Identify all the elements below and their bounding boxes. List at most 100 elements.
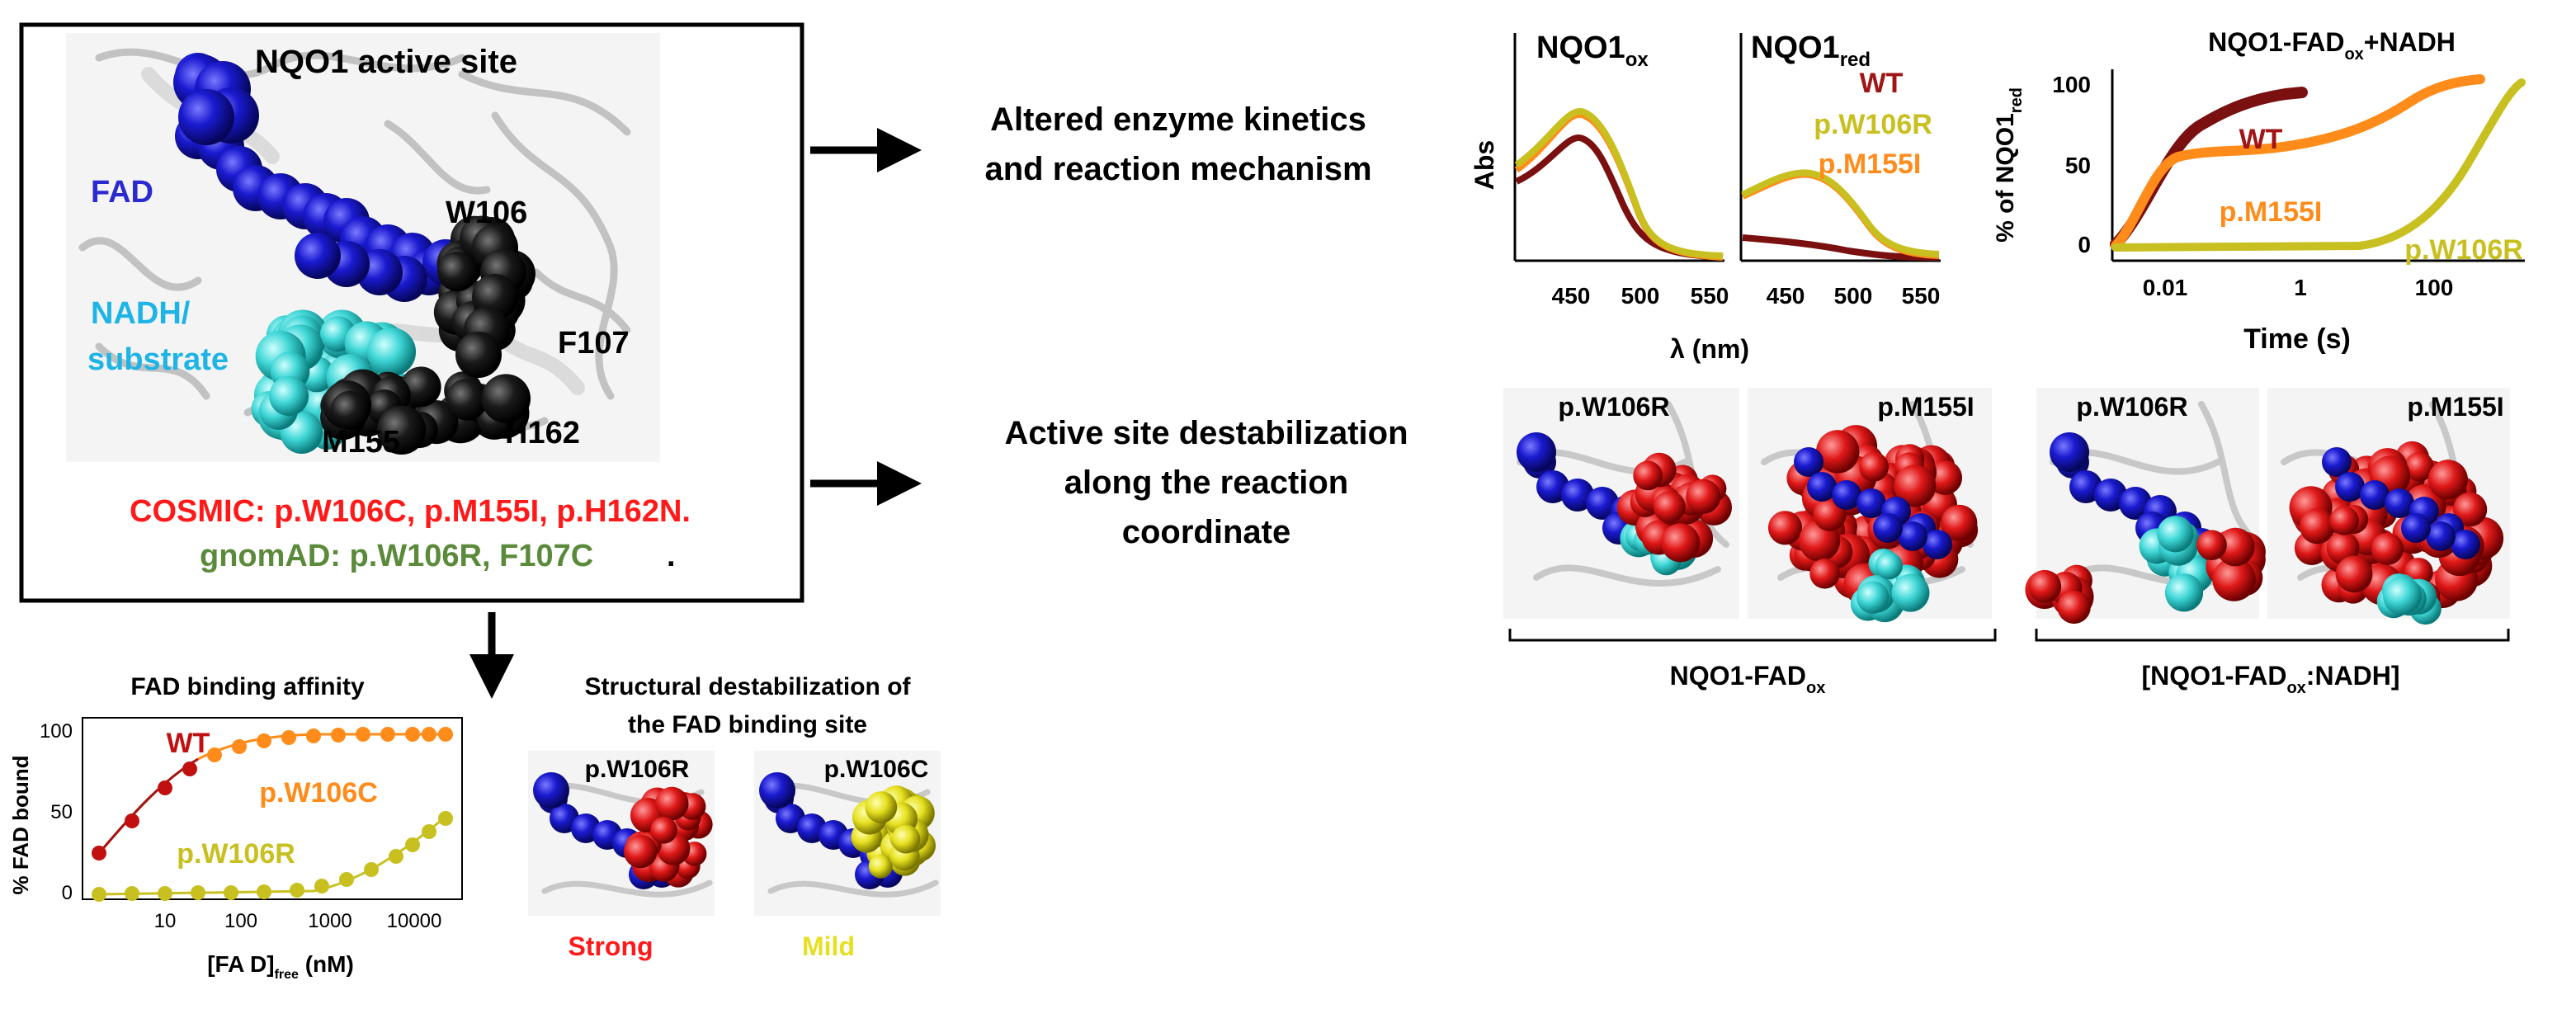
mutation-sphere xyxy=(2028,569,2062,603)
nadh-sphere xyxy=(366,327,417,377)
binding-point-wt xyxy=(281,730,296,745)
kinetics-w106r-trace xyxy=(2111,78,2526,252)
spectrum-red-w106r-line xyxy=(1741,169,1940,257)
spectrum-y-label: Abs xyxy=(1470,140,1499,190)
binding-point-wt xyxy=(158,780,172,795)
binding-y-label: % FAD bound xyxy=(8,756,33,895)
binding-label-wt: WT xyxy=(167,728,210,759)
spectrum-ox-title: NQO1ox xyxy=(1536,31,1649,71)
structure-label-1: p.W106R xyxy=(1558,392,1669,422)
nadh-sphere xyxy=(1857,581,1890,614)
fad-sphere xyxy=(2050,432,2089,472)
fad-sphere xyxy=(178,89,234,145)
mutation-sphere xyxy=(650,816,677,844)
kinetics-label-m155i: p.M155I xyxy=(2220,196,2323,228)
gnomad-variants: gnomAD: p.W106R, F107C xyxy=(200,539,593,573)
fad-site-label-1: p.W106R xyxy=(585,756,690,783)
binding-point-w106r xyxy=(364,862,379,877)
fad-sphere xyxy=(759,772,795,809)
fad-site-title-1: Structural destabilization of xyxy=(584,673,911,700)
bracket-fadox-nadh xyxy=(2035,629,2510,642)
binding-xtick-1000: 1000 xyxy=(308,910,351,932)
kinetics-label-wt: WT xyxy=(2239,124,2283,155)
binding-point-w106r xyxy=(257,884,271,899)
arrows xyxy=(469,128,922,699)
binding-point-w106r xyxy=(314,879,329,893)
structure-panels: p.W106R p.M155I p.W106R p.M155I NQO1-FAD… xyxy=(1503,388,2510,697)
spectrum-legend-w106r: p.W106R xyxy=(1814,109,1932,140)
mutation-sphere xyxy=(1859,451,1890,482)
binding-xtick-10: 10 xyxy=(154,910,177,932)
binding-point-w106r xyxy=(405,837,420,852)
kinetics-xtick-1: 1 xyxy=(2294,275,2307,300)
mutation-sphere xyxy=(1927,460,1963,495)
mutation-sphere xyxy=(2427,460,2468,500)
fad-sphere xyxy=(1857,488,1886,518)
spectrum-ox-tick-500: 500 xyxy=(1621,283,1660,309)
nadh-sphere xyxy=(1875,552,1903,580)
mutation-sphere xyxy=(1661,523,1701,563)
cosmic-variants: COSMIC: p.W106C, p.M155I, p.H162N. xyxy=(130,494,691,529)
residue-sphere xyxy=(446,378,488,421)
kinetics-line1: Altered enzyme kinetics xyxy=(990,101,1366,138)
mutation-sphere xyxy=(2215,527,2255,567)
binding-point-w106r xyxy=(191,885,205,900)
gnomad-period: . xyxy=(667,539,676,573)
binding-xtick-10000: 10000 xyxy=(387,910,442,932)
mutation-sphere xyxy=(1686,479,1721,514)
kinetics-panel: NQO1-FADox+NADH % of NQO1red 0 50 100 0.… xyxy=(1992,27,2526,355)
kinetics-xtick-001: 0.01 xyxy=(2143,275,2188,300)
binding-ytick-0: 0 xyxy=(62,882,73,904)
binding-label-w106c: p.W106C xyxy=(259,777,378,809)
spectrum-legend-wt: WT xyxy=(1860,68,1904,99)
fad-site-spheres xyxy=(533,772,936,889)
fad-sphere xyxy=(1873,513,1903,543)
outcome-text: Altered enzyme kinetics and reaction mec… xyxy=(984,101,1408,550)
mutation-sphere xyxy=(2300,508,2335,545)
destab-line3: coordinate xyxy=(1122,514,1290,550)
binding-panel: FAD binding affinity % FAD bound 0 50 10… xyxy=(8,673,463,982)
binding-point-wt xyxy=(232,739,247,754)
destab-line1: Active site destabilization xyxy=(1004,415,1408,451)
kinetics-label-w106r: p.W106R xyxy=(2404,234,2523,266)
fad-site-panel: Structural destabilization of the FAD bi… xyxy=(528,673,941,961)
spectra-panel: NQO1ox NQO1red Abs 450 500 550 450 500 5… xyxy=(1470,31,1941,364)
fad-sphere xyxy=(2426,521,2456,551)
nadh-sphere xyxy=(269,376,309,417)
fad-sphere xyxy=(1807,472,1837,502)
binding-label-w106r: p.W106R xyxy=(177,838,295,870)
structure-spheres xyxy=(1517,425,2504,625)
residue-sphere xyxy=(437,251,478,292)
fad-sphere xyxy=(1898,521,1927,551)
binding-ytick-50: 50 xyxy=(50,801,73,823)
active-site-panel: NQO1 active site FAD NADH/ substrate W10… xyxy=(19,22,804,603)
mutation-sphere xyxy=(2335,555,2373,593)
binding-point-wt xyxy=(182,761,197,776)
fad-site-title-2: the FAD binding site xyxy=(628,711,867,738)
fad-sphere xyxy=(2451,530,2480,559)
spectrum-red-tick-500: 500 xyxy=(1834,283,1873,309)
spectrum-ox-tick-450: 450 xyxy=(1552,283,1591,309)
binding-point-w106r xyxy=(339,872,354,887)
m155-label: M155 xyxy=(322,425,400,460)
ribbon xyxy=(1533,564,1721,587)
nadh-sphere xyxy=(2164,573,2204,612)
bracket-fadox-label: NQO1-FADox xyxy=(1670,661,1826,697)
spectrum-ox-w106r-line xyxy=(1514,108,1724,259)
fad-sphere xyxy=(295,233,341,279)
binding-x-label: [FA D]free (nM) xyxy=(207,951,354,982)
bracket-fadox xyxy=(1508,629,1997,642)
kinetics-m155i-trace xyxy=(2111,74,2485,251)
mutation-sphere xyxy=(2196,530,2227,560)
binding-point-w106r xyxy=(389,849,403,864)
mutation-sphere xyxy=(1941,504,1978,541)
binding-point-wt xyxy=(257,733,271,748)
residue-sphere xyxy=(455,332,502,378)
kinetics-title: NQO1-FADox+NADH xyxy=(2208,27,2456,64)
fad-site-mild: Mild xyxy=(802,931,855,961)
mutation-sphere xyxy=(2212,558,2256,601)
mutation-sphere xyxy=(1816,430,1860,474)
binding-point-w106r xyxy=(158,886,172,901)
binding-point-wt xyxy=(125,813,139,828)
